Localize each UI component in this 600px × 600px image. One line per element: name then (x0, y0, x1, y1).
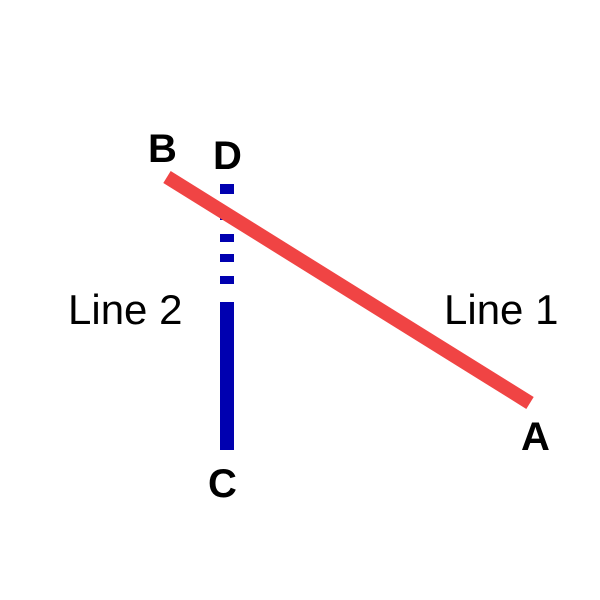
point-label-b: B (148, 127, 177, 171)
line-2-dash (220, 184, 234, 194)
line-2-dash (220, 276, 234, 284)
line-1-label: Line 1 (444, 286, 558, 333)
line-2-label: Line 2 (68, 286, 182, 333)
point-label-a: A (521, 415, 550, 459)
point-label-c: C (208, 462, 237, 506)
line-2-solid-segment (220, 302, 234, 450)
line-1 (163, 171, 534, 409)
point-label-d: D (213, 134, 242, 178)
line-2-dash (220, 254, 234, 262)
line-2-dash (220, 234, 234, 242)
